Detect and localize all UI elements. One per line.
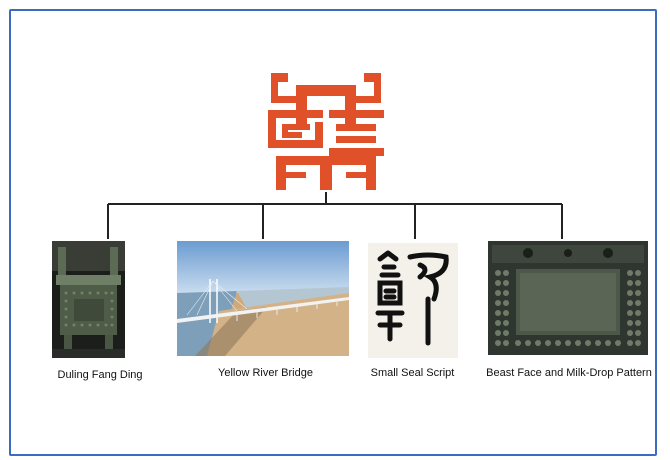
caption-yellow-river-bridge: Yellow River Bridge — [218, 367, 313, 379]
seal-script-glyph — [368, 243, 458, 358]
bridge-photo — [177, 241, 349, 356]
diagram-frame — [9, 9, 657, 456]
bronze-pattern-photo — [488, 241, 648, 355]
bronze-ding-photo — [52, 241, 125, 358]
caption-beast-face-pattern: Beast Face and Milk-Drop Pattern — [486, 367, 652, 379]
ding-vessel-logo-icon — [268, 73, 384, 190]
caption-duling-fang-ding: Duling Fang Ding — [57, 369, 143, 381]
caption-small-seal-script: Small Seal Script — [370, 367, 455, 379]
